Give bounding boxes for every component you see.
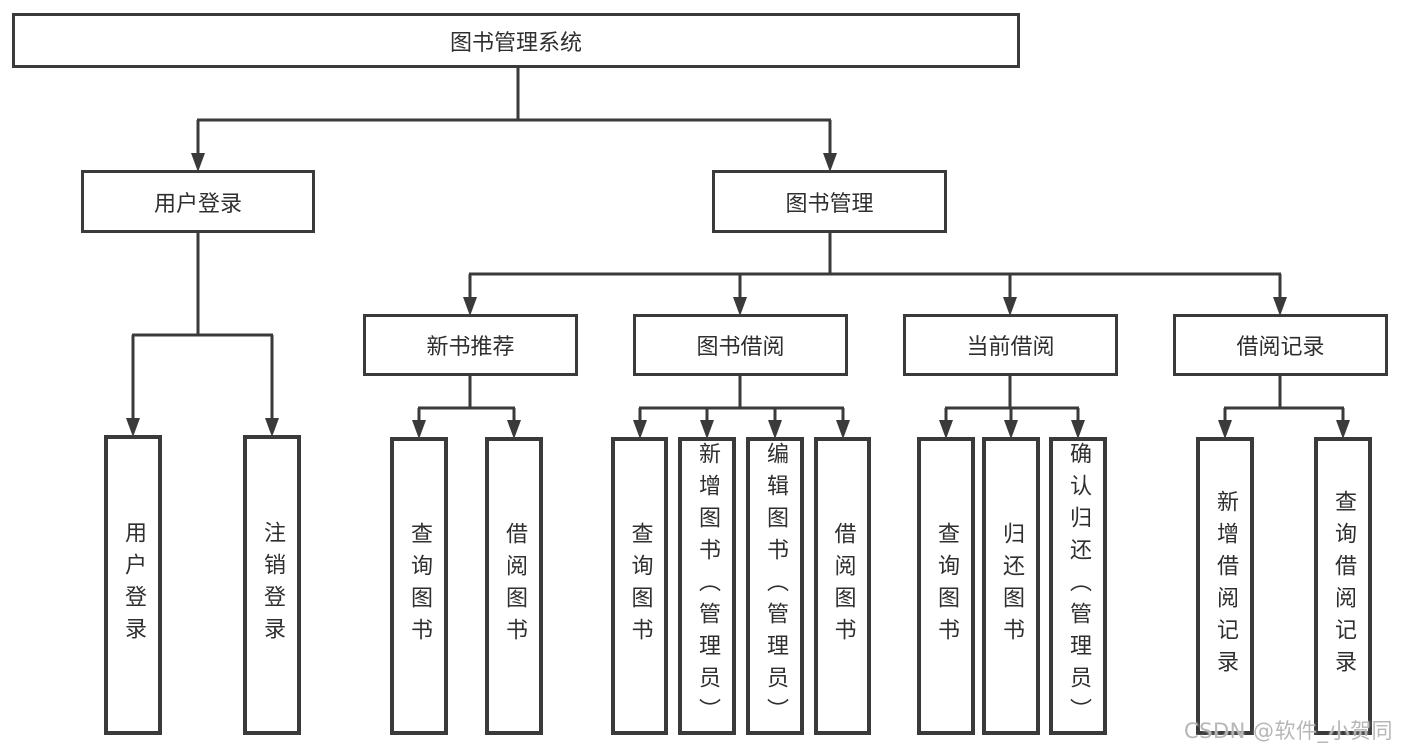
leaf-query-books-borrowing-label: 查询图书: [627, 522, 653, 650]
leaf-query-books-current-label: 查询图书: [934, 522, 959, 650]
node-user-login-label: 用户登录: [153, 191, 242, 217]
leaf-user-login: 用户登录: [104, 435, 162, 735]
watermark: CSDN @软件_小贺同学: [1184, 719, 1394, 743]
node-new-book-recommend: 新书推荐: [363, 314, 578, 376]
leaf-query-books-recommend: 查询图书: [390, 437, 448, 735]
node-current-borrowing: 当前借阅: [903, 314, 1118, 376]
node-current-borrowing-label: 当前借阅: [966, 335, 1055, 360]
leaf-edit-book-admin-label: 编辑图书（管理员）: [763, 442, 788, 730]
leaf-query-borrow-record: 查询借阅记录: [1314, 437, 1372, 735]
leaf-add-borrow-record-label: 新增借阅记录: [1213, 490, 1238, 682]
leaf-borrow-books-recommend: 借阅图书: [485, 437, 543, 735]
arrowhead-icons: [126, 153, 1350, 439]
leaf-borrow-books: 借阅图书: [814, 437, 871, 735]
leaf-query-books-current: 查询图书: [917, 437, 975, 735]
leaf-return-books-label: 归还图书: [999, 522, 1024, 650]
node-root-label: 图书管理系统: [449, 30, 582, 56]
node-user-login: 用户登录: [81, 170, 315, 233]
leaf-confirm-return-admin: 确认归还（管理员）: [1049, 437, 1107, 735]
leaf-query-borrow-record-label: 查询借阅记录: [1331, 490, 1356, 682]
leaf-logout: 注销登录: [243, 435, 301, 735]
node-book-borrowing-label: 图书借阅: [696, 335, 785, 360]
leaf-return-books: 归还图书: [982, 437, 1040, 735]
leaf-query-books-recommend-label: 查询图书: [407, 522, 432, 650]
node-root: 图书管理系统: [12, 13, 1020, 68]
node-borrowing-records: 借阅记录: [1173, 314, 1388, 376]
leaf-user-login-label: 用户登录: [121, 521, 146, 649]
leaf-add-book-admin-label: 新增图书（管理员）: [695, 442, 720, 730]
node-book-management: 图书管理: [712, 170, 947, 233]
leaf-confirm-return-admin-label: 确认归还（管理员）: [1066, 442, 1091, 730]
leaf-add-book-admin: 新增图书（管理员）: [678, 437, 736, 735]
node-book-management-label: 图书管理: [785, 191, 874, 217]
leaf-query-books-borrowing: 查询图书: [611, 437, 668, 735]
leaf-add-borrow-record: 新增借阅记录: [1196, 437, 1254, 735]
node-new-book-recommend-label: 新书推荐: [426, 335, 515, 360]
leaf-borrow-books-label: 借阅图书: [830, 522, 856, 650]
node-borrowing-records-label: 借阅记录: [1236, 335, 1325, 360]
node-book-borrowing: 图书借阅: [633, 314, 848, 376]
leaf-borrow-books-recommend-label: 借阅图书: [502, 522, 527, 650]
leaf-logout-label: 注销登录: [260, 521, 285, 649]
leaf-edit-book-admin: 编辑图书（管理员）: [746, 437, 804, 735]
